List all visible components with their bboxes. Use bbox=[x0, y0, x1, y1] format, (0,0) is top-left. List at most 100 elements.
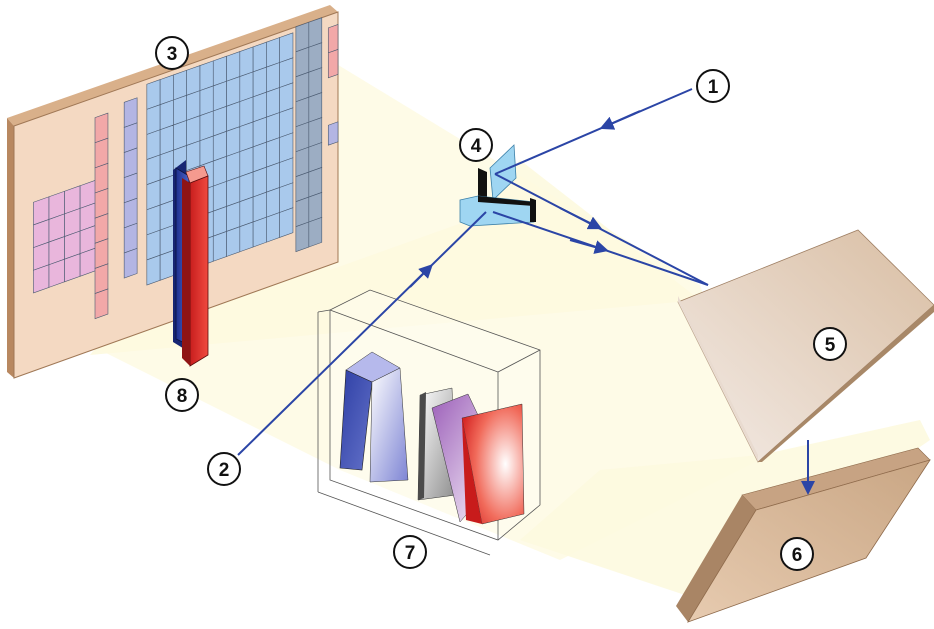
panel-cell bbox=[295, 96, 310, 128]
panel-cell bbox=[212, 231, 227, 262]
panel-cell bbox=[266, 37, 280, 68]
panel-cell bbox=[308, 17, 323, 48]
panel-cell bbox=[239, 196, 254, 228]
panel-cell bbox=[295, 71, 310, 103]
panel-cell bbox=[266, 187, 280, 218]
panel-cell bbox=[226, 126, 241, 157]
callout-label: 8 bbox=[177, 386, 188, 407]
panel-cell bbox=[308, 142, 323, 173]
panel-cell bbox=[295, 121, 310, 153]
panel-cell bbox=[199, 135, 214, 167]
callout-circle bbox=[165, 378, 199, 412]
panel-cell bbox=[186, 115, 201, 146]
panel-cell bbox=[327, 121, 339, 146]
beams bbox=[237, 88, 815, 495]
panel-cell bbox=[146, 154, 161, 186]
panel-cell bbox=[212, 80, 227, 112]
callout-8: 8 bbox=[165, 378, 199, 412]
panel-cell bbox=[279, 82, 294, 113]
panel-cell bbox=[146, 129, 161, 160]
panel-cell bbox=[159, 199, 174, 231]
panel-cell bbox=[308, 92, 323, 123]
projection-cone-lower bbox=[520, 420, 930, 600]
panel-cell bbox=[123, 122, 138, 153]
panel-cell bbox=[159, 224, 174, 256]
panel-cell bbox=[199, 60, 214, 92]
panel-cell bbox=[146, 79, 161, 110]
panel-cell bbox=[146, 254, 161, 286]
panel-cell bbox=[239, 96, 254, 128]
panel-cell bbox=[239, 121, 254, 153]
panel-cell bbox=[94, 238, 109, 269]
block-5 bbox=[677, 229, 934, 463]
beam-input-2-arrow bbox=[409, 264, 433, 288]
callout-circle bbox=[155, 36, 189, 70]
panel-cell bbox=[239, 146, 254, 178]
panel-cell bbox=[252, 191, 267, 223]
callout-circle bbox=[780, 537, 814, 571]
panel-cell bbox=[123, 147, 138, 179]
panel-cell bbox=[252, 116, 267, 148]
beam-upper-arrow bbox=[559, 207, 603, 230]
panel-cell bbox=[308, 67, 323, 98]
panel-cell bbox=[279, 57, 294, 88]
panel-cell bbox=[123, 222, 138, 254]
beam-in-arrow bbox=[599, 110, 641, 130]
panel-cell bbox=[159, 99, 174, 131]
callout-circle bbox=[393, 535, 427, 569]
panel-cell bbox=[186, 90, 201, 121]
panel-cell bbox=[252, 216, 267, 248]
plate-6 bbox=[676, 447, 931, 623]
panel-cell bbox=[279, 207, 294, 238]
callout-1: 1 bbox=[696, 69, 730, 103]
prism-box bbox=[317, 289, 541, 556]
panel-cell bbox=[266, 137, 280, 168]
panel-cell bbox=[279, 132, 294, 163]
panel-cell bbox=[173, 119, 187, 151]
panel-cell bbox=[212, 105, 227, 137]
panel-cell bbox=[266, 212, 280, 243]
callout-circle bbox=[207, 452, 241, 486]
panel-cell bbox=[252, 66, 267, 98]
panel-cell bbox=[226, 76, 241, 107]
panel-cell bbox=[239, 171, 254, 203]
panel-cell bbox=[94, 112, 109, 144]
panel-cell bbox=[266, 87, 280, 118]
panel-cell bbox=[173, 69, 187, 101]
panel-cell bbox=[94, 137, 109, 169]
callout-7: 7 bbox=[393, 535, 427, 569]
panel-cell bbox=[123, 97, 138, 128]
panel-cell bbox=[146, 229, 161, 261]
panel-cell bbox=[295, 146, 310, 178]
panel-cell bbox=[212, 206, 227, 237]
callout-circle bbox=[813, 327, 847, 361]
panel-cell bbox=[295, 221, 310, 253]
panel-cell bbox=[159, 149, 174, 181]
panel-cell bbox=[212, 55, 227, 87]
panel-cell bbox=[327, 48, 339, 79]
bar-pair bbox=[173, 160, 209, 367]
panel-cell bbox=[212, 180, 227, 212]
panel-cell bbox=[295, 21, 310, 53]
panel-cell bbox=[252, 41, 267, 73]
panel-cell bbox=[94, 162, 109, 194]
beam-upper-to-block bbox=[494, 173, 709, 286]
panel-cell bbox=[123, 247, 138, 279]
panel-cell bbox=[123, 172, 138, 204]
callout-label: 3 bbox=[167, 44, 178, 65]
panel-cell bbox=[308, 167, 323, 198]
panel-cell bbox=[94, 213, 109, 244]
panel-cell bbox=[226, 176, 241, 207]
panel-cell bbox=[159, 124, 174, 156]
callout-4: 4 bbox=[459, 128, 493, 162]
panel-cell bbox=[199, 110, 214, 142]
beam-incoming bbox=[494, 88, 693, 175]
panel-cell-grid bbox=[33, 17, 339, 320]
callout-label: 6 bbox=[792, 545, 803, 566]
panel-cell bbox=[212, 130, 227, 162]
panel-cell bbox=[146, 179, 161, 211]
callout-2: 2 bbox=[207, 452, 241, 486]
panel-cell bbox=[226, 51, 241, 82]
